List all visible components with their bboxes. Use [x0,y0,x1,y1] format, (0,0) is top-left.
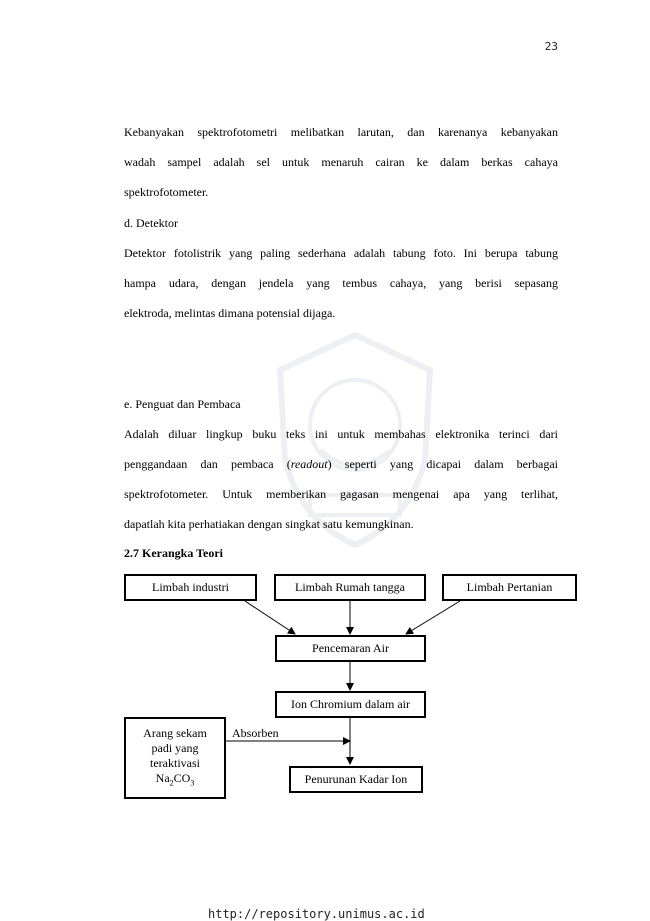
paragraph-line: hampa udara, dengan jendela yang tembus … [124,276,558,290]
university-seal-watermark-icon [276,331,434,549]
box-limbah-pertanian: Limbah Pertanian [442,574,577,601]
paragraph-penguat: Adalah diluar lingkup buku teks ini untu… [124,419,558,539]
arrow-industri-to-pencemaran [244,600,296,635]
paragraph-line: Detektor fotolistrik yang paling sederha… [124,246,558,260]
paragraph-detektor: Detektor fotolistrik yang paling sederha… [124,238,558,328]
box-line: padi yang [151,740,199,755]
arrow-pertanian-to-pencemaran [405,600,461,635]
paragraph-line: elektroda, melintas dimana potensial dij… [124,306,336,320]
text-segment: ) seperti yang dicapai dalam berbagai [327,457,558,471]
paragraph-line-readout: penggandaan dan pembaca (readout) sepert… [124,449,558,479]
paragraph-line: dapatlah kita perhatiakan dengan singkat… [124,517,414,531]
paragraph-line: Adalah diluar lingkup buku teks ini untu… [124,427,558,441]
section-heading: 2.7 Kerangka Teori [124,546,224,560]
box-limbah-industri: Limbah industri [124,574,257,601]
box-line: Arang sekam [143,725,207,740]
absorben-label: Absorben [232,726,279,740]
chemical-formula: Na2CO3 [155,770,195,788]
page-number: 23 [544,40,558,53]
paragraph-line: spektrofotometer. Untuk memberikan gagas… [124,487,558,501]
paragraph-line: spektrofotometer. [124,185,209,199]
box-pencemaran-air: Pencemaran Air [275,635,426,662]
paragraph-line: wadah sampel adalah sel untuk menaruh ca… [124,155,558,169]
section-d-title: d. Detektor [124,216,178,230]
box-limbah-rumah-tangga: Limbah Rumah tangga [274,574,426,601]
section-e-title: e. Penguat dan Pembaca [124,397,241,411]
paragraph-line: Kebanyakan spektrofotometri melibatkan l… [124,125,558,139]
footer-url-link[interactable]: http://repository.unimus.ac.id [208,907,425,921]
paragraph-intro: Kebanyakan spektrofotometri melibatkan l… [124,117,558,207]
box-arang-sekam: Arang sekam padi yang teraktivasi Na2CO3 [124,717,226,799]
box-penurunan-kadar-ion: Penurunan Kadar Ion [289,766,423,793]
text-segment: penggandaan dan pembaca ( [124,457,291,471]
italic-term: readout [290,457,328,471]
box-line: teraktivasi [150,755,200,770]
box-ion-chromium: Ion Chromium dalam air [275,691,426,718]
